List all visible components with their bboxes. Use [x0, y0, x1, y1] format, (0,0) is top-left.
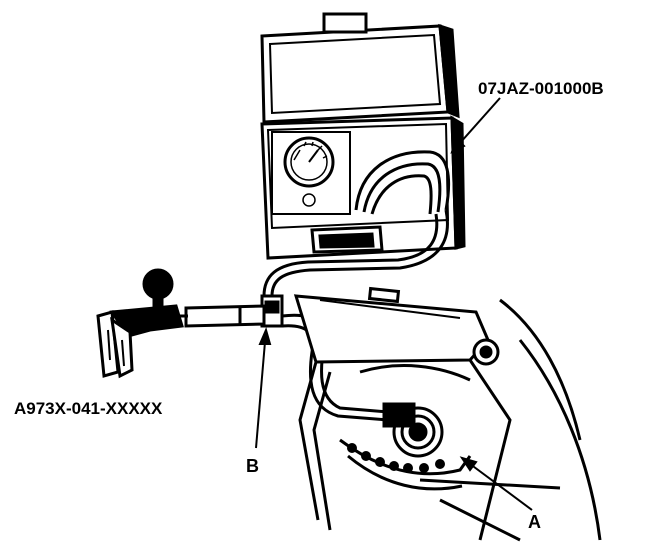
- label-callout-a: A: [528, 512, 541, 532]
- label-vacuum-pump: A973X-041-XXXXX: [14, 399, 163, 418]
- tester-kit-case: [260, 12, 466, 260]
- port-a: [382, 402, 444, 458]
- tester-hose-coil: [354, 150, 451, 215]
- pulley-teeth: [347, 443, 445, 473]
- callout-arrows: [255, 97, 533, 511]
- vacuum-pump-tool: [96, 268, 188, 379]
- engine-assembly: [298, 298, 602, 542]
- label-tester-kit: 07JAZ-001000B: [478, 79, 604, 98]
- pump-hose: [184, 304, 266, 328]
- engine-bracket: [293, 286, 500, 366]
- pressure-gauge-icon: [271, 131, 351, 215]
- lid-latch: [322, 12, 368, 34]
- label-callout-b: B: [246, 456, 259, 476]
